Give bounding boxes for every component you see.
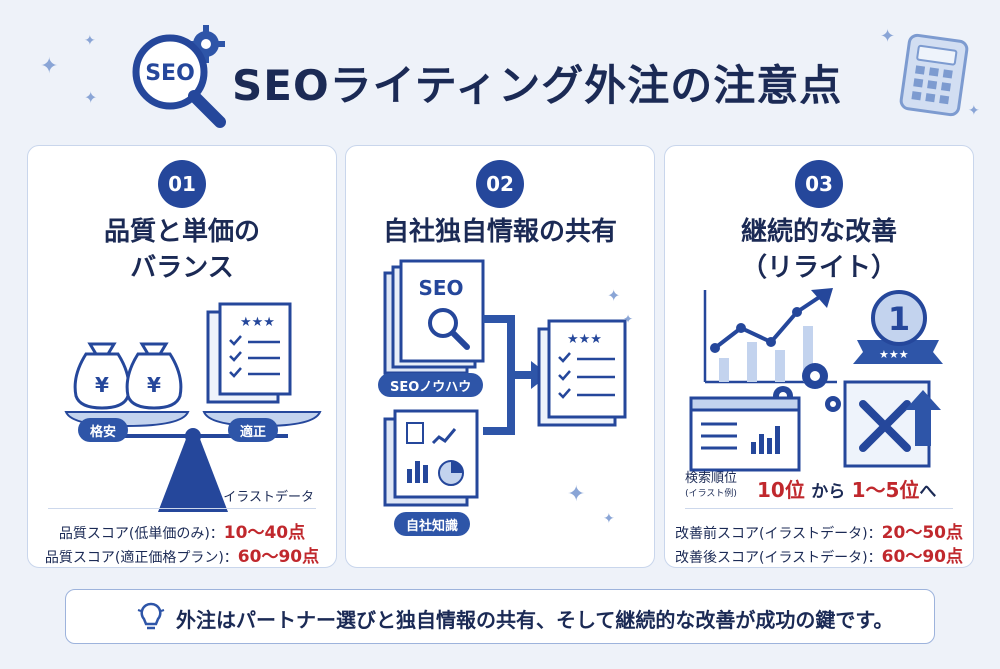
rewrite-document-icon — [843, 380, 941, 468]
lightbulb-icon — [137, 602, 165, 630]
score-label: 改善後スコア(イラストデータ)： — [675, 550, 882, 566]
svg-text:★★★: ★★★ — [567, 332, 602, 347]
balance-scale-icon: ¥ ¥ ★★★ — [64, 302, 322, 512]
card-number: 02 — [476, 160, 524, 208]
page-title: SEOライティング外注の注意点 — [232, 61, 843, 110]
sparkle-icon: ✦ — [968, 103, 980, 119]
knowledge-merge-illustration: SEO ★★★ ✦ ✦ ✦ ✦ — [383, 259, 633, 527]
sparkle-icon: ✦ — [84, 88, 98, 107]
checklist-document-icon: ★★★ — [537, 319, 627, 427]
card-title: 自社独自情報の共有 — [382, 217, 617, 247]
rank-label: 検索順位 (イラスト例) — [685, 471, 738, 500]
card-title-line1: 品質と単価の — [103, 217, 260, 247]
svg-text:★★★: ★★★ — [879, 348, 909, 361]
divider — [48, 508, 316, 509]
score-label: 改善前スコア(イラストデータ)： — [675, 526, 882, 542]
svg-text:¥: ¥ — [95, 373, 109, 397]
rank-medal-icon: 1 ★★★ — [853, 290, 943, 364]
footer-message: 外注はパートナー選びと独自情報の共有、そして継続的な改善が成功の鍵です。 — [176, 608, 894, 632]
card-number: 03 — [795, 160, 843, 208]
score-value: 10〜40点 — [223, 523, 306, 543]
header: SEO SEOライティング外注の注意点 — [0, 0, 1000, 140]
card-price-quality: 01 品質と単価の バランス ¥ ¥ ★★★ 格安 — [27, 145, 337, 568]
label-cheap: 格安 — [78, 418, 129, 442]
sparkle-icon: ✦ — [880, 26, 896, 47]
score-row: 改善前スコア(イラストデータ)：20〜50点 — [665, 518, 973, 543]
document-stack-icon: ★★★ — [206, 302, 292, 404]
card-continuous-improvement: 03 継続的な改善 （リライト） 1 ★★★ — [664, 145, 974, 568]
svg-text:✦: ✦ — [623, 312, 633, 326]
card-title-line2: バランス — [130, 253, 234, 283]
score-row: 改善後スコア(イラストデータ)：60〜90点 — [665, 542, 973, 567]
sparkle-icon: ✦ — [40, 54, 59, 79]
card-title-line2: （リライト） — [740, 253, 897, 283]
svg-text:1: 1 — [888, 300, 910, 338]
data-note: イラストデータ — [223, 490, 314, 505]
calculator-icon — [899, 33, 969, 117]
label-seo-knowhow: SEOノウハウ — [378, 373, 484, 397]
score-value: 60〜90点 — [237, 547, 320, 567]
seo-document-icon: SEO — [383, 259, 485, 375]
company-document-icon — [383, 409, 479, 507]
divider — [685, 508, 953, 509]
money-bag-icon: ¥ — [125, 342, 183, 410]
card-knowledge-sharing: 02 自社独自情報の共有 SEO ★★★ — [345, 145, 655, 568]
sparkle-icon: ✦ — [84, 33, 96, 49]
label-fair: 適正 — [228, 418, 279, 442]
score-value: 20〜50点 — [881, 523, 963, 543]
money-bag-icon: ¥ — [73, 342, 131, 410]
rank-change: 10位 から 1〜5位へ — [757, 478, 937, 502]
score-label: 品質スコア(低単価のみ)： — [58, 526, 224, 542]
score-label: 品質スコア(適正価格プラン)： — [44, 550, 238, 566]
footer-banner: 外注はパートナー選びと独自情報の共有、そして継続的な改善が成功の鍵です。 — [65, 589, 935, 644]
logo-text: SEO — [145, 61, 195, 86]
card-number: 01 — [158, 160, 206, 208]
score-value: 60〜90点 — [881, 547, 963, 567]
score-row: 品質スコア(適正価格プラン)：60〜90点 — [28, 542, 336, 567]
card-title-line1: 継続的な改善 — [740, 217, 897, 247]
score-row: 品質スコア(低単価のみ)：10〜40点 — [28, 518, 336, 543]
magnifier-gear-icon: SEO — [132, 25, 226, 128]
svg-text:SEO: SEO — [418, 276, 463, 300]
svg-text:✦: ✦ — [567, 482, 585, 507]
svg-text:✦: ✦ — [607, 286, 620, 305]
label-company-knowledge: 自社知識 — [394, 512, 471, 536]
svg-text:✦: ✦ — [603, 511, 615, 527]
svg-text:¥: ¥ — [147, 373, 161, 397]
svg-text:★★★: ★★★ — [240, 315, 275, 330]
improvement-illustration: 1 ★★★ — [689, 288, 943, 472]
browser-window-icon — [689, 396, 801, 472]
